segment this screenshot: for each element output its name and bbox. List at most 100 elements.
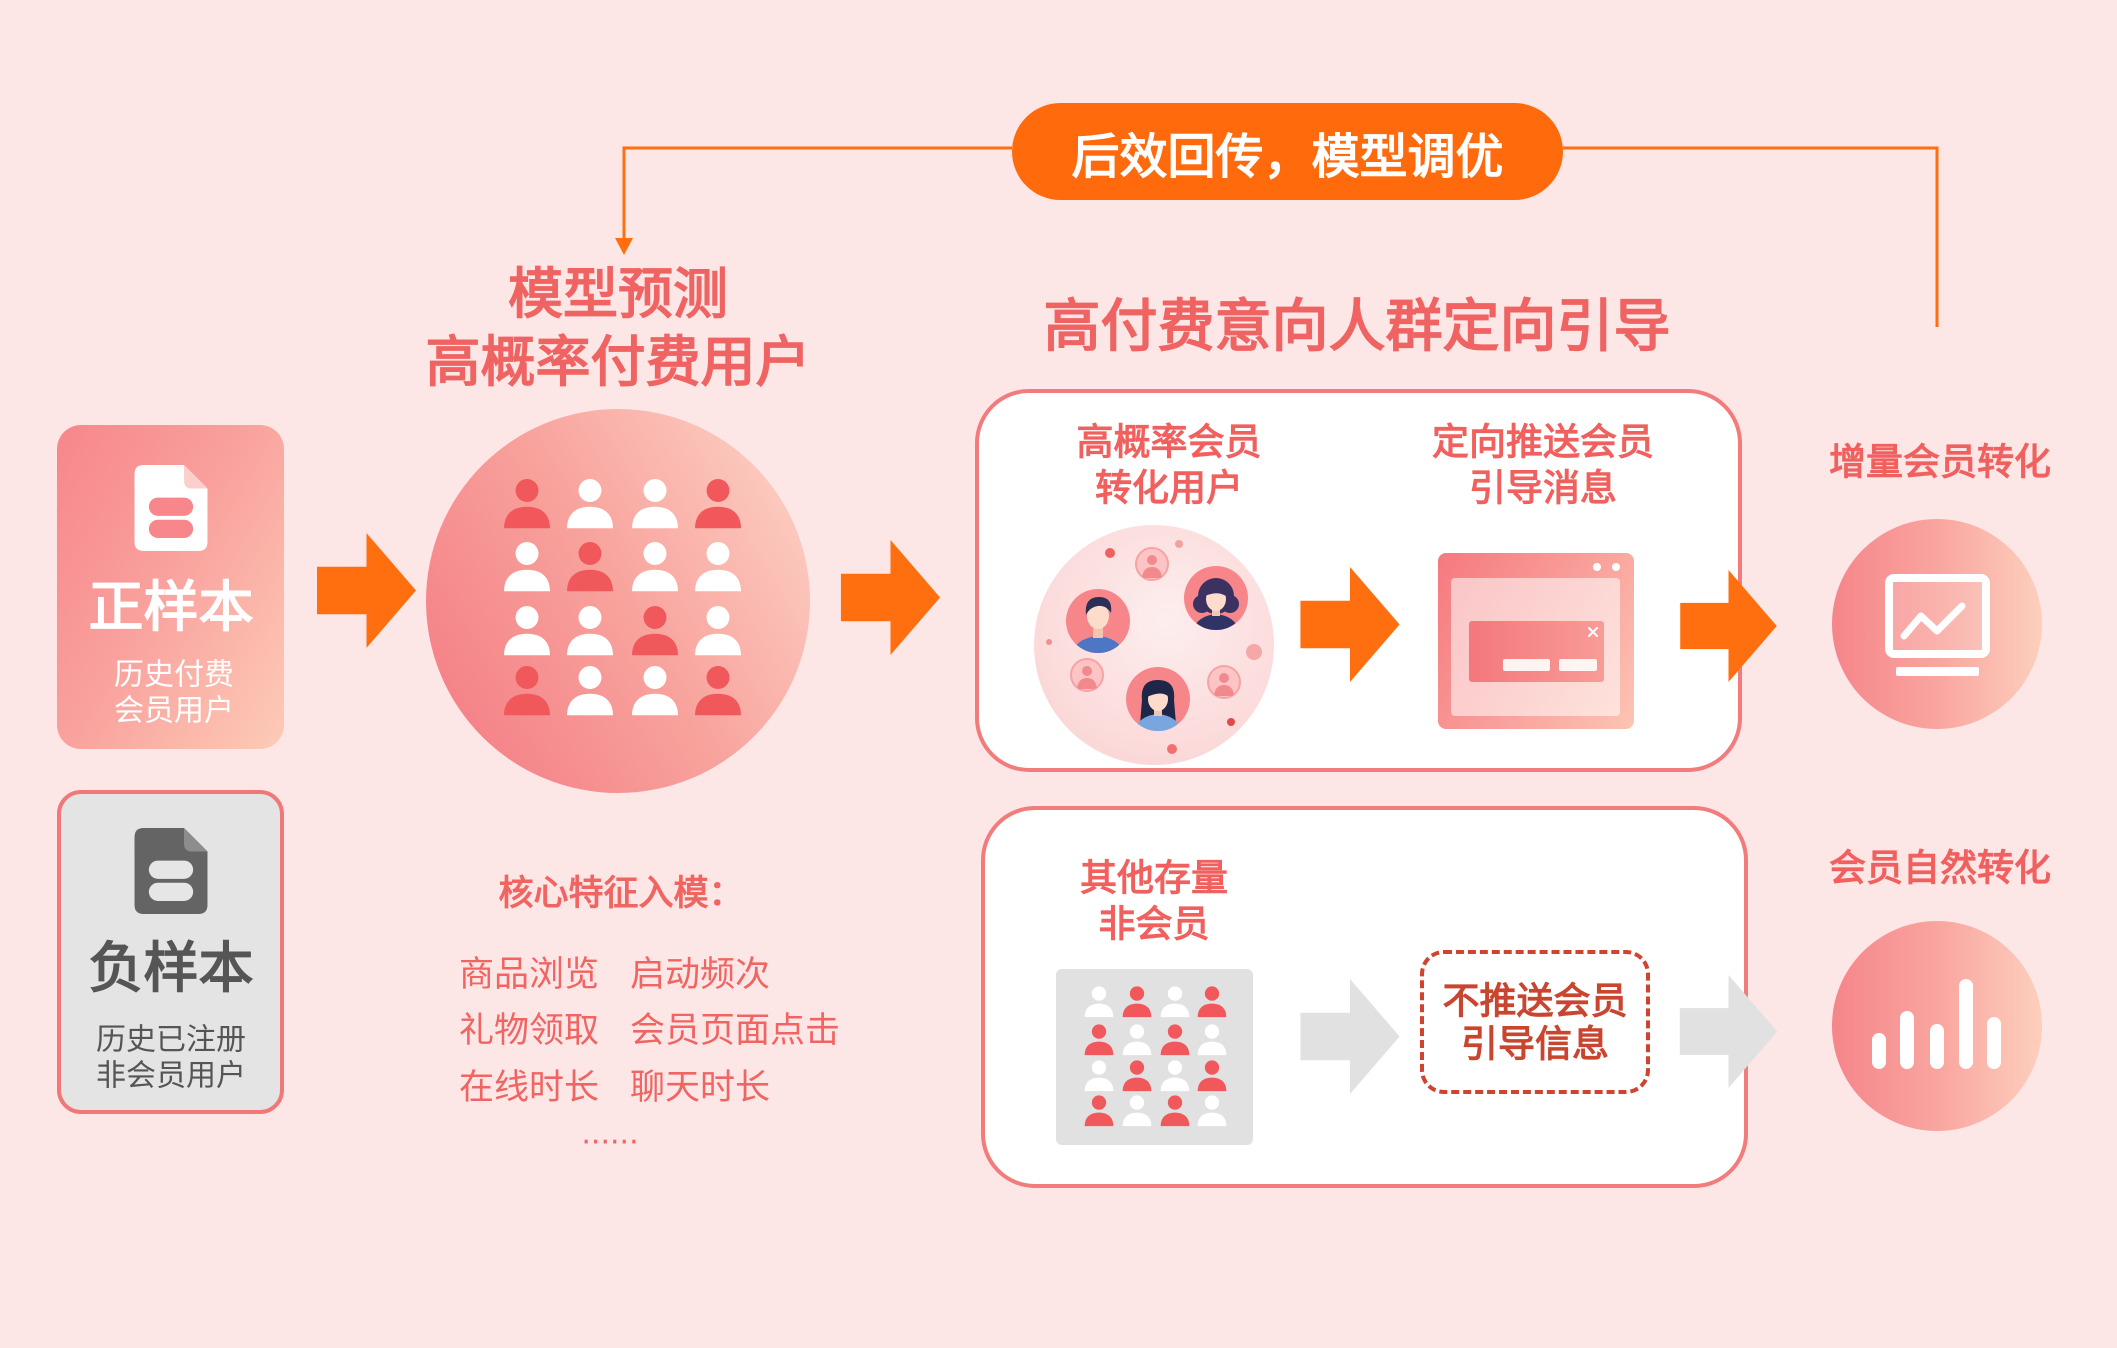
feature-item: 会员页面点击 [630,1010,841,1051]
high-probability-label-line1: 高概率会员 [1076,420,1262,464]
feedback-banner: 后效回传，模型调优 [1012,103,1563,200]
prediction-crowd-circle [426,409,810,793]
person-icon [632,606,678,656]
avatar-man-icon [1066,589,1130,653]
avatar-small-icon [1135,547,1169,581]
person-icon [1160,1060,1190,1092]
core-features-title: 核心特征入模： [498,873,744,914]
feature-item: 聊天时长 [630,1067,771,1108]
positive-sample-desc-line1: 历史付费 [114,657,234,693]
person-icon [504,666,550,716]
person-icon [1084,1060,1114,1092]
person-icon [504,606,550,656]
person-icon [567,479,613,529]
no-push-label-line1: 不推送会员 [1442,979,1628,1023]
guidance-title: 高付费意向人群定向引导 [1043,293,1671,360]
feature-item: 礼物领取 [459,1010,600,1051]
decor-dot [1246,644,1262,660]
close-icon [1588,627,1598,637]
arrow-right-icon [317,533,416,648]
person-icon [695,666,741,716]
person-icon [632,479,678,529]
decor-dot [1167,744,1177,754]
person-icon [1084,986,1114,1018]
decor-dot [1105,548,1115,558]
message-popup [1469,621,1604,682]
push-action-label-line2: 引导消息 [1469,466,1617,510]
document-icon [134,465,208,551]
no-push-box [1420,950,1650,1094]
high-probability-label-line2: 转化用户 [1095,466,1243,510]
feedback-banner-label: 后效回传，模型调优 [1071,128,1504,185]
prediction-title-line1: 模型预测 [507,261,729,326]
person-icon [1122,986,1152,1018]
positive-sample-card: 正样本 历史付费 会员用户 [57,425,284,749]
person-icon [567,606,613,656]
feedback-line-left [622,146,1012,240]
arrow-right-icon [1300,979,1400,1094]
negative-sample-title: 负样本 [88,935,254,1000]
feedback-arrowhead-icon [615,238,633,255]
person-icon [504,479,550,529]
person-icon [1197,1095,1227,1127]
person-icon [1197,1024,1227,1056]
person-icon [1122,1060,1152,1092]
person-icon [1160,1095,1190,1127]
feedback-line-right [1563,146,1939,327]
person-icon [632,666,678,716]
document-icon [134,828,208,914]
negative-sample-card: 负样本 历史已注册 非会员用户 [57,790,284,1114]
arrow-right-icon [1679,975,1778,1088]
feature-item: 启动频次 [630,954,771,995]
feature-more-ellipsis: ...... [581,1116,639,1152]
window-dots-icon [1593,563,1620,571]
incremental-result-circle [1832,519,2042,729]
person-icon [632,542,678,592]
positive-sample-title: 正样本 [88,574,254,639]
bar-chart-icon [1872,979,2001,1069]
person-icon [695,606,741,656]
other-stock-label-line1: 其他存量 [1080,856,1228,900]
incremental-result-label: 增量会员转化 [1829,440,2051,484]
person-icon [1197,1060,1227,1092]
negative-sample-desc-line2: 非会员用户 [96,1058,246,1094]
decor-dot [1175,540,1183,548]
positive-sample-desc-line2: 会员用户 [114,693,234,729]
feature-item: 在线时长 [459,1067,600,1108]
person-icon [1084,1024,1114,1056]
person-icon [567,542,613,592]
browser-window-icon [1438,553,1634,729]
person-icon [504,542,550,592]
other-stock-label-line2: 非会员 [1098,902,1210,946]
popup-button [1503,659,1550,671]
no-push-label-line2: 引导信息 [1461,1022,1609,1066]
push-action-label-line1: 定向推送会员 [1432,420,1654,464]
popup-button [1559,659,1597,671]
avatar-small-icon [1207,665,1241,699]
monitor-chart-icon [1885,574,1990,676]
avatar-small-icon [1070,658,1104,692]
avatar-woman-curly-icon [1184,566,1248,630]
person-icon [1122,1024,1152,1056]
person-icon [1197,986,1227,1018]
natural-result-label: 会员自然转化 [1829,846,2051,890]
negative-sample-desc-line1: 历史已注册 [96,1022,246,1058]
person-icon [695,479,741,529]
person-icon [567,666,613,716]
person-icon [1122,1095,1152,1127]
decor-dot [1046,639,1052,645]
person-icon [1084,1095,1114,1127]
arrow-right-icon [1300,567,1400,682]
arrow-right-icon [840,540,941,655]
feature-item: 商品浏览 [459,954,600,995]
decor-dot [1227,718,1235,726]
person-icon [1160,1024,1190,1056]
person-icon [1160,986,1190,1018]
prediction-title-line2: 高概率付费用户 [425,329,811,394]
user-cluster [1034,525,1274,765]
avatar-woman-icon [1126,667,1190,731]
person-icon [695,542,741,592]
arrow-right-icon [1680,570,1777,682]
